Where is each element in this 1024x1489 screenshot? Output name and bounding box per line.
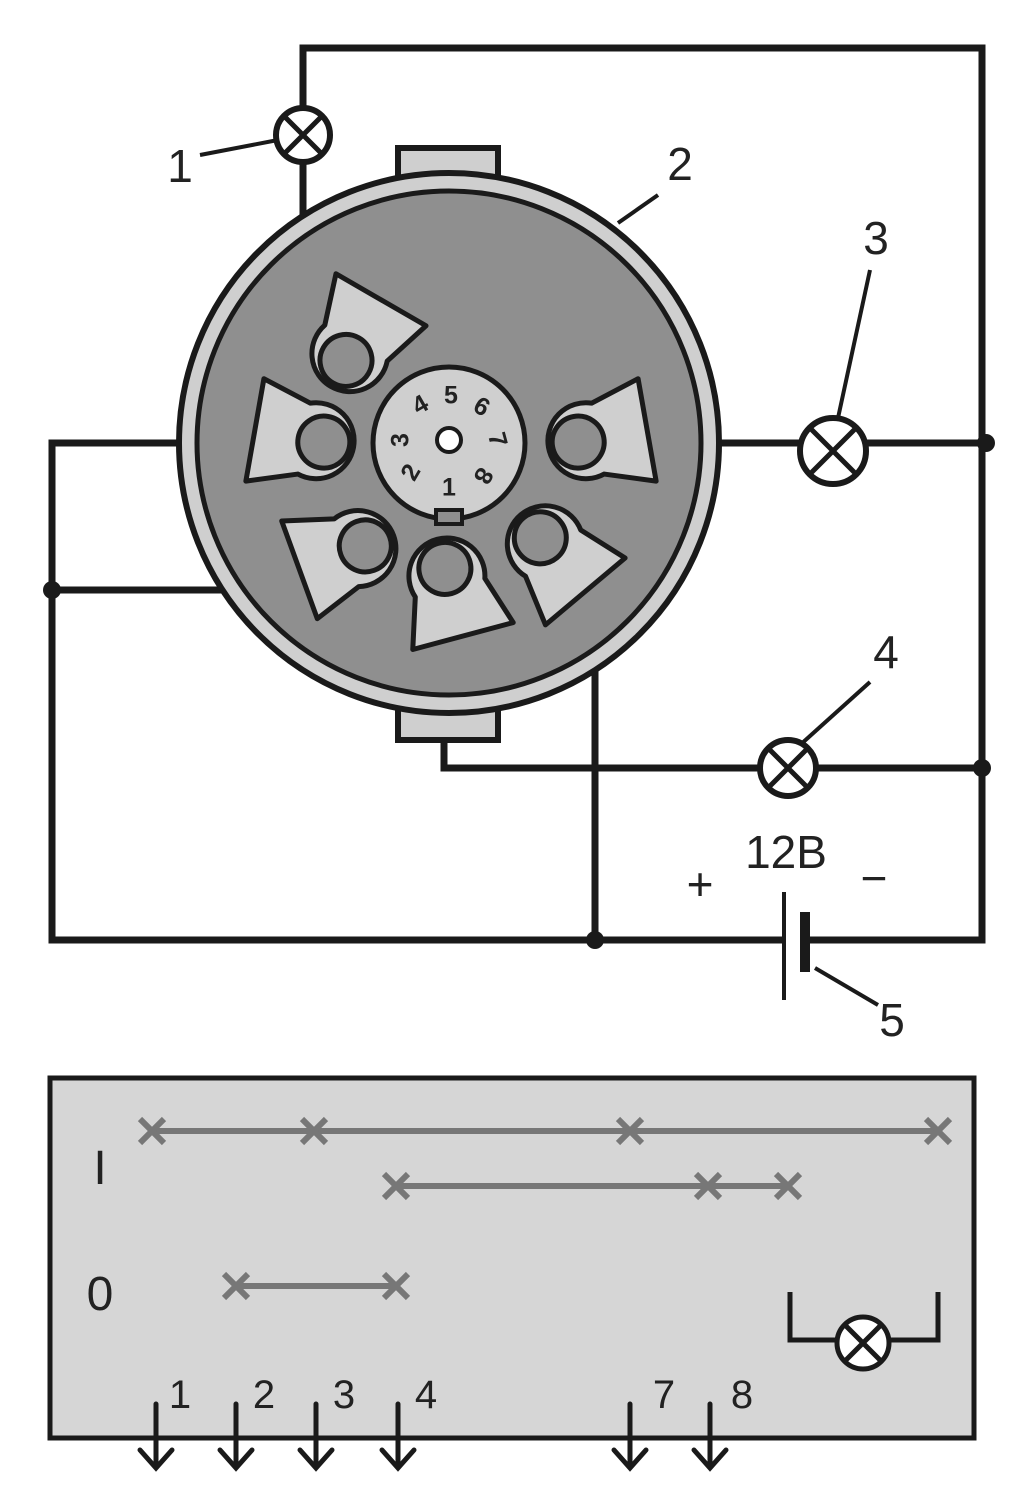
junction-dot — [977, 434, 995, 452]
arrow-down-icon — [611, 1401, 649, 1472]
junction-dots — [43, 434, 995, 949]
arrow-down-icon — [137, 1401, 175, 1472]
arrow-down-icon — [691, 1401, 729, 1472]
callout-5: 5 — [879, 994, 905, 1046]
battery-symbol — [782, 892, 810, 1000]
table-lamp-icon — [787, 1292, 941, 1372]
pin-label-2: 2 — [253, 1373, 275, 1417]
pin-bottom — [406, 535, 516, 652]
lamp-4-icon — [757, 737, 819, 799]
pin-top-left — [309, 271, 429, 395]
lamp-3-icon — [797, 415, 869, 487]
switch-table: I 0 1 2 3 4 7 8 — [47, 1075, 977, 1472]
pin-label-3: 3 — [333, 1373, 355, 1417]
switch-table-panel — [47, 1075, 977, 1441]
callout-2: 2 — [667, 138, 693, 190]
callout-leaders — [199, 138, 880, 1007]
pin-left — [243, 376, 357, 484]
battery-minus-label: − — [861, 852, 888, 904]
wire-top-loop — [299, 44, 986, 944]
center-hole — [435, 426, 463, 454]
callout-1: 1 — [167, 140, 193, 192]
pin-label-4: 4 — [415, 1373, 437, 1417]
center-pin-3: 3 — [387, 433, 415, 447]
lamp-1-icon — [273, 105, 333, 165]
junction-dot — [586, 931, 604, 949]
pin-lower-right — [504, 503, 628, 628]
pin-lower-left — [279, 508, 399, 622]
callout-3: 3 — [863, 212, 889, 264]
pin-label-7: 7 — [653, 1373, 675, 1417]
row-0-label: 0 — [87, 1268, 114, 1321]
center-pin-1: 1 — [442, 474, 456, 502]
pin-right — [545, 376, 659, 484]
arrow-down-icon — [217, 1401, 255, 1472]
battery-plus-label: + — [687, 858, 714, 910]
row-I-label: I — [93, 1142, 106, 1195]
wire-left-outer — [48, 439, 986, 944]
junction-dot — [973, 759, 991, 777]
socket: 1 2 3 4 5 6 7 8 — [176, 145, 722, 743]
center-disc-notch — [434, 508, 464, 526]
connection-marks — [137, 1116, 953, 1301]
junction-dot — [43, 581, 61, 599]
battery-voltage-label: 12В — [745, 826, 827, 878]
connection-traces — [152, 1128, 938, 1289]
callout-4: 4 — [873, 626, 899, 678]
pin-label-8: 8 — [731, 1373, 753, 1417]
pin-label-1: 1 — [169, 1373, 191, 1417]
center-pin-5: 5 — [444, 382, 458, 410]
pin-arrows — [137, 1401, 729, 1472]
arrow-down-icon — [379, 1401, 417, 1472]
arrow-down-icon — [297, 1401, 335, 1472]
